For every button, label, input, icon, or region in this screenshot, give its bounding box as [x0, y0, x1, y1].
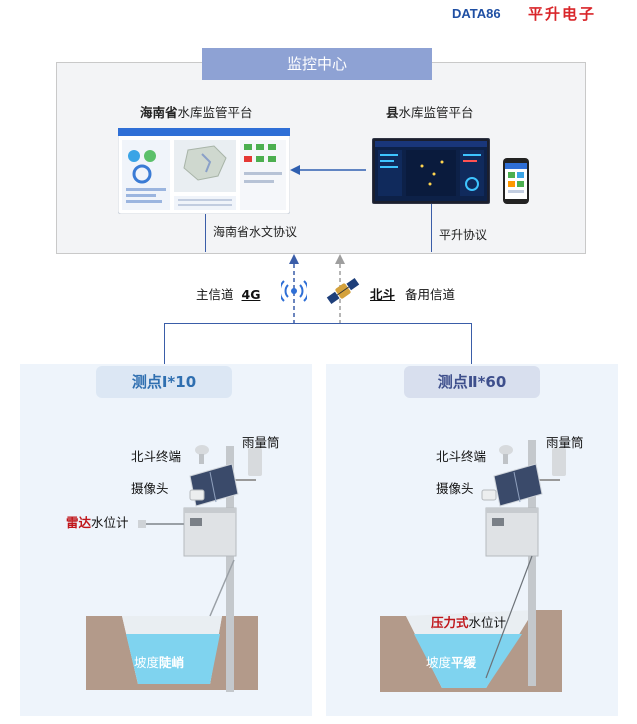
main-channel-label: 主信道 4G — [196, 284, 260, 303]
site-1-slope-prefix: 坡度 — [134, 655, 160, 670]
county-platform-screenshot — [372, 138, 490, 204]
site-1-level-sensor-type: 雷达 — [66, 515, 92, 530]
site-2-level-sensor-suffix: 水位计 — [468, 615, 507, 630]
site-1-level-sensor-suffix: 水位计 — [91, 515, 129, 530]
site-2-slope-prefix: 坡度 — [426, 655, 452, 670]
brand-logo-latin: DATA86 — [452, 6, 501, 21]
backup-channel-beidou: 北斗 — [370, 287, 396, 302]
site-2-level-sensor-type: 压力式 — [431, 615, 469, 630]
county-protocol-line — [431, 204, 432, 252]
monitoring-center-title: 监控中心 — [202, 48, 432, 80]
site-1-camera-label: 摄像头 — [131, 481, 169, 496]
site-2-slope-value: 平缓 — [451, 655, 477, 670]
province-protocol-line — [205, 214, 206, 252]
main-channel-4g: 4G — [241, 287, 261, 302]
site-2-rain-gauge-label: 雨量筒 — [546, 435, 584, 450]
satellite-icon — [326, 277, 360, 305]
wireless-signal-icon — [281, 280, 307, 302]
county-protocol-label: 平升协议 — [439, 228, 488, 242]
site-2-illustration — [380, 440, 566, 692]
sites-connector-horizontal — [164, 323, 472, 324]
site-2-title: 测点Ⅱ*60 — [404, 366, 540, 398]
province-platform-screenshot — [118, 128, 290, 214]
county-platform-title-bold: 县 — [386, 105, 399, 120]
site-1-illustration — [86, 445, 262, 692]
site-2-slope-label: 坡度平缓 — [426, 652, 476, 671]
brand-logo-chinese: 平升电子 — [528, 5, 597, 23]
site-2-camera-label: 摄像头 — [436, 481, 474, 496]
backup-channel-label: 北斗 备用信道 — [370, 284, 455, 303]
site-1-title: 测点Ⅰ*10 — [96, 366, 232, 398]
province-protocol-label: 海南省水文协议 — [213, 225, 298, 239]
main-channel-prefix: 主信道 — [196, 287, 234, 302]
site-2-level-sensor-label: 压力式水位计 — [431, 612, 506, 631]
site-2-beidou-label: 北斗终端 — [436, 449, 487, 464]
backup-channel-suffix: 备用信道 — [405, 287, 456, 302]
province-platform-title: 海南省水库监管平台 — [140, 102, 253, 121]
site-1-slope-value: 陡峭 — [159, 655, 185, 670]
province-platform-title-bold: 海南省 — [140, 105, 178, 120]
site-1-slope-label: 坡度陡峭 — [134, 652, 184, 671]
county-platform-title-rest: 水库监管平台 — [398, 105, 474, 120]
site-1-beidou-label: 北斗终端 — [131, 449, 182, 464]
data-flow-arrow — [290, 165, 366, 175]
site-1-connector — [164, 323, 165, 365]
site-2-connector — [471, 323, 472, 365]
site-1-level-sensor-label: 雷达水位计 — [66, 512, 129, 531]
mobile-phone-screenshot — [503, 158, 529, 204]
county-platform-title: 县水库监管平台 — [386, 102, 474, 121]
site-1-rain-gauge-label: 雨量筒 — [242, 435, 280, 450]
province-platform-title-rest: 水库监管平台 — [177, 105, 253, 120]
